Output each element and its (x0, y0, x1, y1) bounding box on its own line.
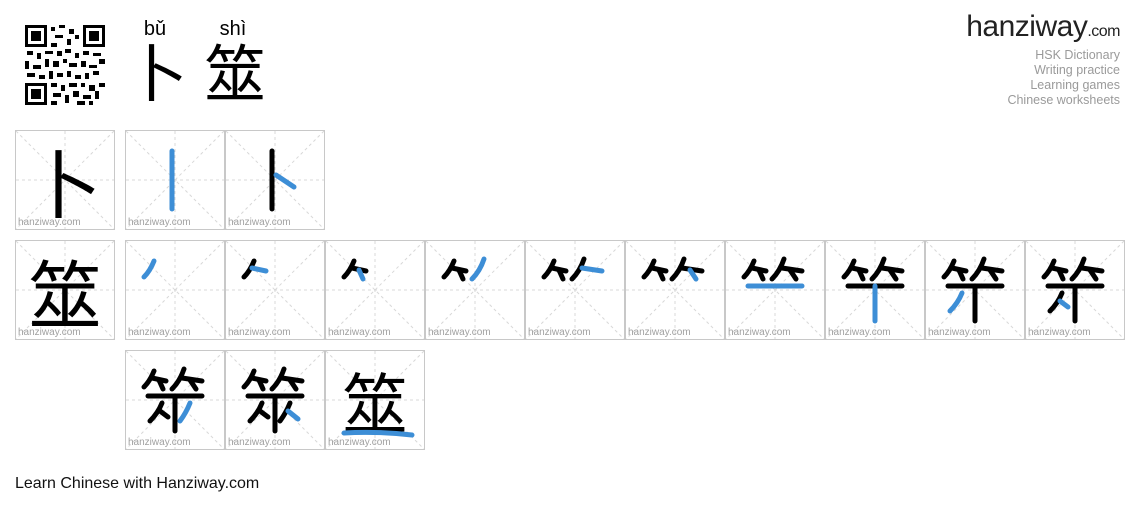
grid-guides (126, 241, 224, 339)
link-chinese-worksheets[interactable]: Chinese worksheets (1007, 93, 1120, 107)
grid-guides (16, 131, 114, 229)
stroke-drawing (941, 256, 1005, 324)
stroke-drawing (841, 256, 905, 324)
watermark: hanziway.com (528, 327, 591, 338)
grid-guides (126, 131, 224, 229)
step-cell-shi-1: hanziway.com (125, 240, 225, 340)
watermark: hanziway.com (1028, 327, 1091, 338)
grid-guides (726, 241, 824, 339)
stroke-drawing (269, 148, 297, 212)
step-cell-shi-6: hanziway.com (625, 240, 725, 340)
watermark: hanziway.com (128, 437, 191, 448)
stroke-drawing (541, 256, 605, 282)
watermark: hanziway.com (228, 327, 291, 338)
step-cell-shi-7: hanziway.com (725, 240, 825, 340)
step-cell-shi-3: hanziway.com (325, 240, 425, 340)
stroke-drawing (241, 258, 269, 280)
stroke-drawing (641, 256, 705, 282)
step-cell-shi-11: hanziway.com (125, 350, 225, 450)
watermark: hanziway.com (328, 437, 391, 448)
step-cell-shi-5: hanziway.com (525, 240, 625, 340)
main-character: 卜 (28, 143, 102, 230)
watermark: hanziway.com (928, 327, 991, 338)
watermark: hanziway.com (628, 327, 691, 338)
grid-guides (526, 241, 624, 339)
link-hsk-dictionary[interactable]: HSK Dictionary (1035, 48, 1120, 62)
grid-guides (16, 241, 114, 339)
watermark: hanziway.com (828, 327, 891, 338)
stroke-drawing (241, 366, 305, 434)
stroke-drawing (169, 148, 175, 212)
grid-guides (626, 241, 724, 339)
grid-guides (326, 241, 424, 339)
link-writing-practice[interactable]: Writing practice (1034, 63, 1120, 77)
grid-guides (226, 241, 324, 339)
watermark: hanziway.com (228, 437, 291, 448)
pinyin-shi: shì (219, 18, 247, 40)
link-learning-games[interactable]: Learning games (1030, 78, 1120, 92)
character-bu: 卜 (125, 38, 188, 111)
step-cell-shi-10: hanziway.com (1025, 240, 1125, 340)
stroke-drawing (441, 256, 487, 282)
grid-guides (426, 241, 524, 339)
watermark: hanziway.com (228, 217, 291, 228)
step-cell-shi-12: hanziway.com (225, 350, 325, 450)
qr-code (25, 25, 105, 105)
watermark: hanziway.com (428, 327, 491, 338)
watermark: hanziway.com (128, 327, 191, 338)
main-character: 筮 (28, 253, 102, 340)
step-cell-bu-1: hanziway.com (125, 130, 225, 230)
step-cell-shi-8: hanziway.com (825, 240, 925, 340)
step-cell-shi-2: hanziway.com (225, 240, 325, 340)
watermark: hanziway.com (728, 327, 791, 338)
watermark: hanziway.com (328, 327, 391, 338)
stroke-drawing (141, 258, 157, 280)
stroke-drawing (1041, 256, 1105, 324)
brand-logo[interactable]: hanziway.com (966, 10, 1120, 43)
brand-block: hanziway.com HSK Dictionary Writing prac… (966, 10, 1120, 108)
step-cell-shi-4: hanziway.com (425, 240, 525, 340)
last-stroke (341, 429, 415, 438)
footer-text[interactable]: Learn Chinese with Hanziway.com (15, 475, 260, 492)
watermark: hanziway.com (128, 217, 191, 228)
step-cell-shi-9: hanziway.com (925, 240, 1025, 340)
grid-guides (226, 131, 324, 229)
stroke-drawing (741, 256, 805, 289)
watermark: hanziway.com (18, 327, 81, 338)
stroke-drawing (141, 366, 205, 434)
stroke-drawing (341, 258, 369, 282)
character-shi: 筮 (203, 38, 266, 111)
pinyin-bu: bǔ (143, 18, 167, 40)
step-cell-bu-2: hanziway.com (225, 130, 325, 230)
final-step: 筮 (326, 351, 424, 449)
watermark: hanziway.com (18, 217, 81, 228)
